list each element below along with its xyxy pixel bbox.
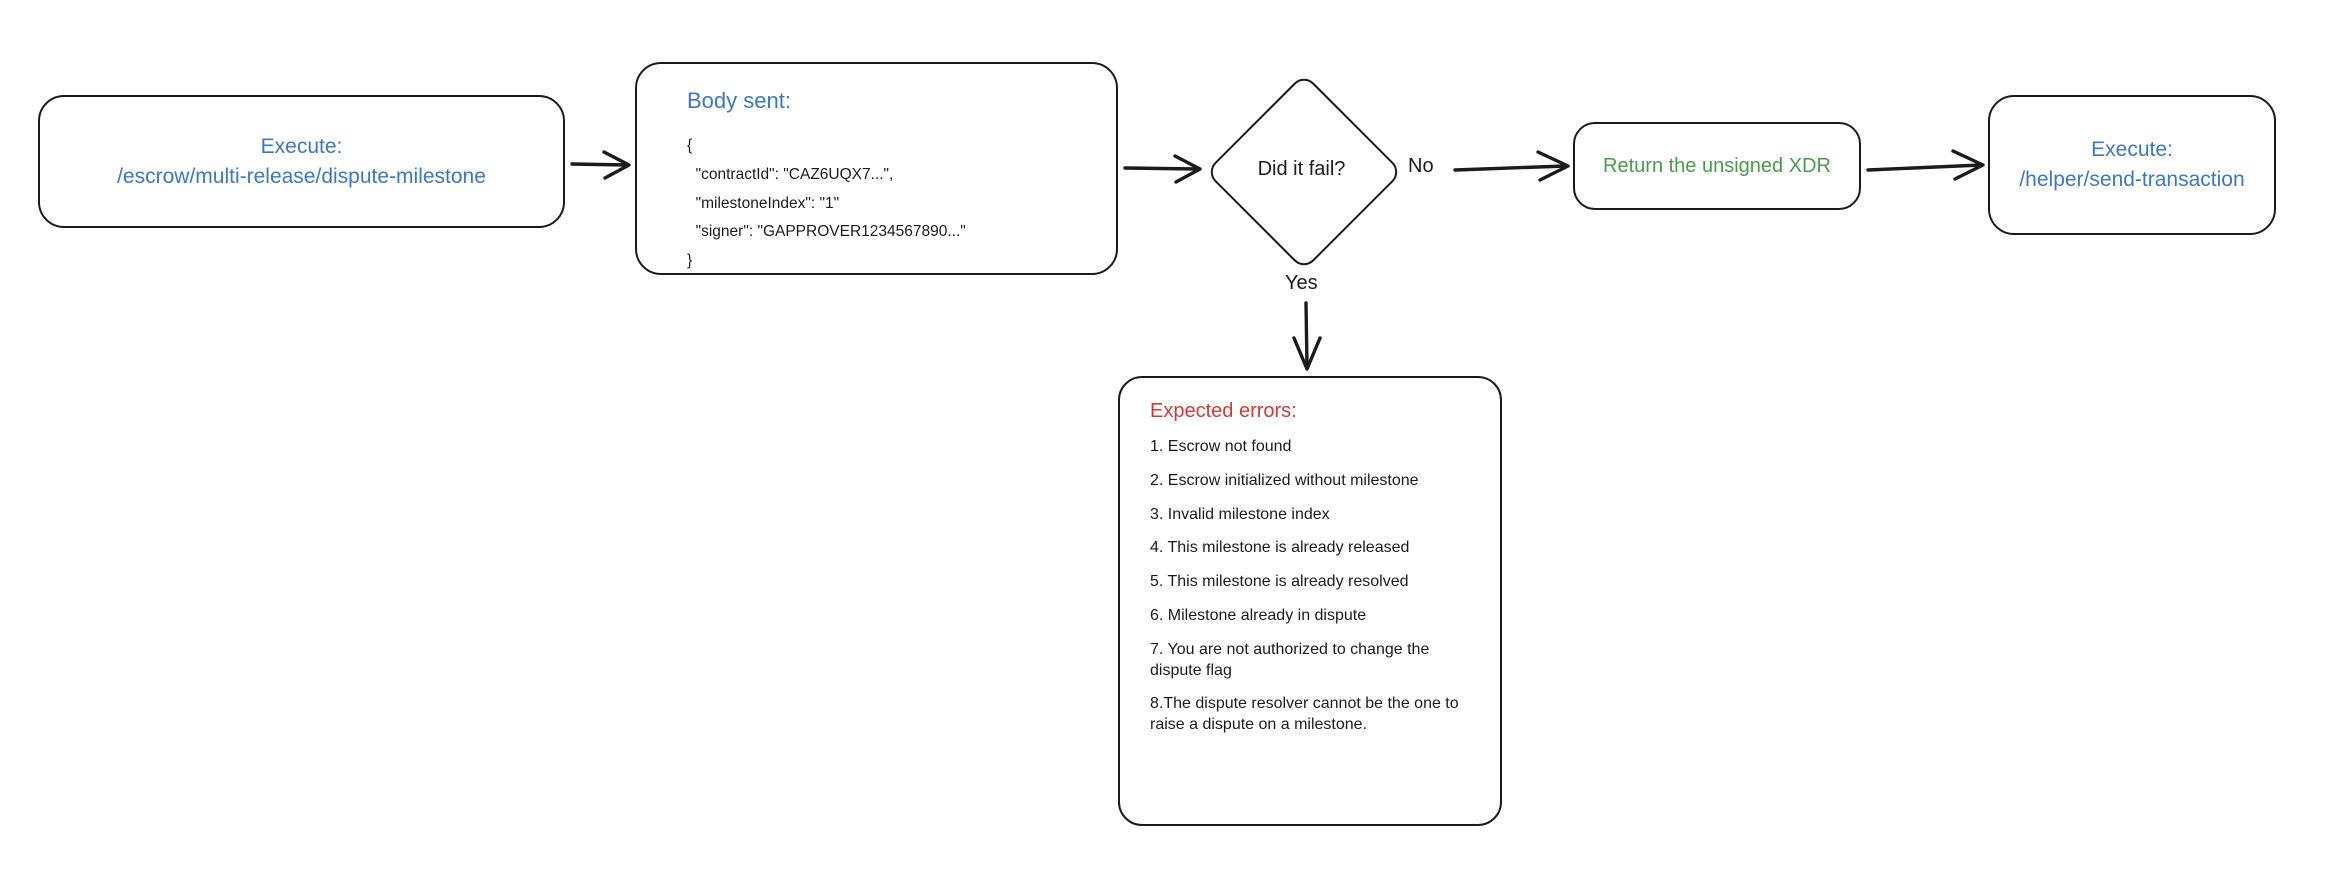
node-expected-errors[interactable]: Expected errors: 1. Escrow not found 2. … [1118, 376, 1502, 826]
arrow-decision-yes-to-expected-errors [1292, 301, 1322, 371]
edge-label-yes: Yes [1285, 272, 1318, 294]
node-execute-dispute-milestone[interactable]: Execute: /escrow/multi-release/dispute-m… [38, 95, 565, 228]
list-item: 1. Escrow not found [1150, 438, 1292, 455]
node-expected-errors-heading: Expected errors: [1150, 400, 1297, 422]
node-body-sent[interactable]: Body sent: { "contractId": "CAZ6UQX7..."… [635, 62, 1118, 275]
edge-label-no: No [1408, 155, 1434, 177]
list-item: 5. This milestone is already resolved [1150, 573, 1409, 591]
list-item: 4. This milestone is already released [1150, 539, 1410, 557]
node-execute-dispute-milestone-label: Execute: /escrow/multi-release/dispute-m… [117, 134, 486, 188]
arrow-return-xdr-to-execute-send [1866, 149, 1985, 181]
node-decision-did-it-fail[interactable]: Did it fail? [1204, 72, 1403, 271]
arrow-decision-no-to-return-xdr [1453, 150, 1570, 182]
node-body-sent-heading: Body sent: [687, 88, 791, 113]
node-decision-label: Did it fail? [1257, 158, 1346, 180]
list-item: 2. Escrow initialized without milestone [1150, 471, 1419, 489]
expected-errors-list: 1. Escrow not found 2. Escrow initialize… [1150, 437, 1470, 749]
list-item: 8.The dispute resolver cannot be the one… [1150, 695, 1459, 734]
node-execute-send-transaction[interactable]: Execute: /helper/send-transaction [1988, 95, 2276, 235]
list-item: 6. Milestone already in dispute [1150, 606, 1367, 624]
list-item: 3. Invalid milestone index [1150, 505, 1330, 523]
node-return-unsigned-xdr[interactable]: Return the unsigned XDR [1573, 122, 1861, 210]
arrow-body-sent-to-decision [1123, 154, 1202, 184]
node-body-sent-json: { "contractId": "CAZ6UQX7...", "mileston… [687, 137, 966, 270]
arrow-execute-dispute-to-body-sent [570, 150, 631, 180]
node-execute-send-transaction-label: Execute: /helper/send-transaction [2019, 138, 2245, 191]
node-return-unsigned-xdr-label: Return the unsigned XDR [1603, 154, 1831, 177]
list-item: 7. You are not authorized to change the … [1150, 640, 1430, 679]
